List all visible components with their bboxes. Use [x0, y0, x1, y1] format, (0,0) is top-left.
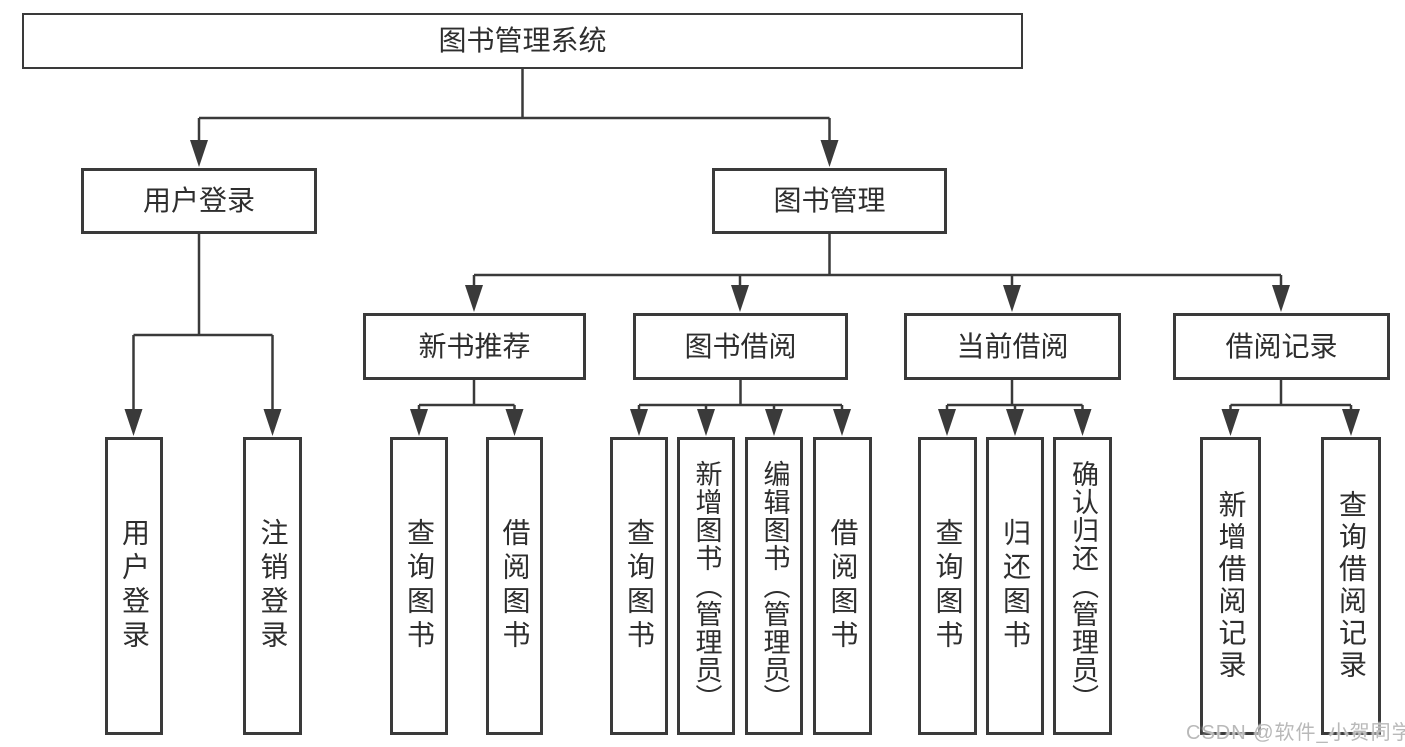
csdn-watermark: CSDN @软件_小贺同学	[1186, 722, 1405, 744]
leaf-query-book-1: 查询图书	[390, 437, 448, 735]
leaf-query-borrow-record: 查询借阅记录	[1321, 437, 1381, 735]
leaf-return-book: 归还图书	[986, 437, 1044, 735]
arrowhead	[410, 409, 428, 436]
arrowhead	[765, 409, 783, 436]
node-current-borrow: 当前借阅	[904, 313, 1121, 380]
connector-borrow-records-group	[1221, 379, 1360, 436]
arrowhead	[833, 409, 851, 436]
arrowhead	[263, 409, 282, 436]
connector-book-management-group	[465, 234, 1290, 312]
arrowhead	[1221, 409, 1240, 436]
leaf-query-book-2: 查询图书	[610, 437, 668, 735]
arrowhead	[190, 140, 208, 167]
connector-user-login-group	[124, 234, 282, 436]
connector-new-book-group	[410, 379, 524, 436]
arrowhead	[465, 285, 483, 312]
leaf-confirm-return-admin: 确认归还（管理员）	[1053, 437, 1112, 735]
leaf-borrow-book-1: 借阅图书	[486, 437, 543, 735]
arrowhead	[731, 285, 749, 312]
arrowhead	[1003, 285, 1021, 312]
connector-root-to-level2	[190, 69, 839, 167]
arrowhead	[505, 409, 524, 436]
node-new-book-recommend: 新书推荐	[363, 313, 586, 380]
arrowhead	[1006, 409, 1024, 436]
arrowhead	[630, 409, 648, 436]
node-user-login: 用户登录	[81, 168, 317, 234]
connector-current-borrow-group	[938, 379, 1092, 436]
leaf-add-borrow-record: 新增借阅记录	[1200, 437, 1261, 735]
node-root-system: 图书管理系统	[22, 13, 1023, 69]
leaf-query-book-3: 查询图书	[918, 437, 977, 735]
arrowhead	[820, 140, 839, 167]
arrowhead	[697, 409, 715, 436]
node-borrow-records: 借阅记录	[1173, 313, 1390, 380]
leaf-user-login: 用户登录	[105, 437, 163, 735]
leaf-edit-book-admin: 编辑图书（管理员）	[745, 437, 803, 735]
node-book-management: 图书管理	[712, 168, 947, 234]
node-book-borrow: 图书借阅	[633, 313, 848, 380]
arrowhead	[1272, 285, 1290, 312]
leaf-logout: 注销登录	[243, 437, 302, 735]
arrowhead	[938, 409, 956, 436]
leaf-add-book-admin: 新增图书（管理员）	[677, 437, 735, 735]
arrowhead	[124, 409, 143, 436]
leaf-borrow-book-2: 借阅图书	[813, 437, 872, 735]
connector-book-borrow-group	[630, 377, 851, 436]
arrowhead	[1342, 409, 1360, 436]
arrowhead	[1073, 409, 1092, 436]
